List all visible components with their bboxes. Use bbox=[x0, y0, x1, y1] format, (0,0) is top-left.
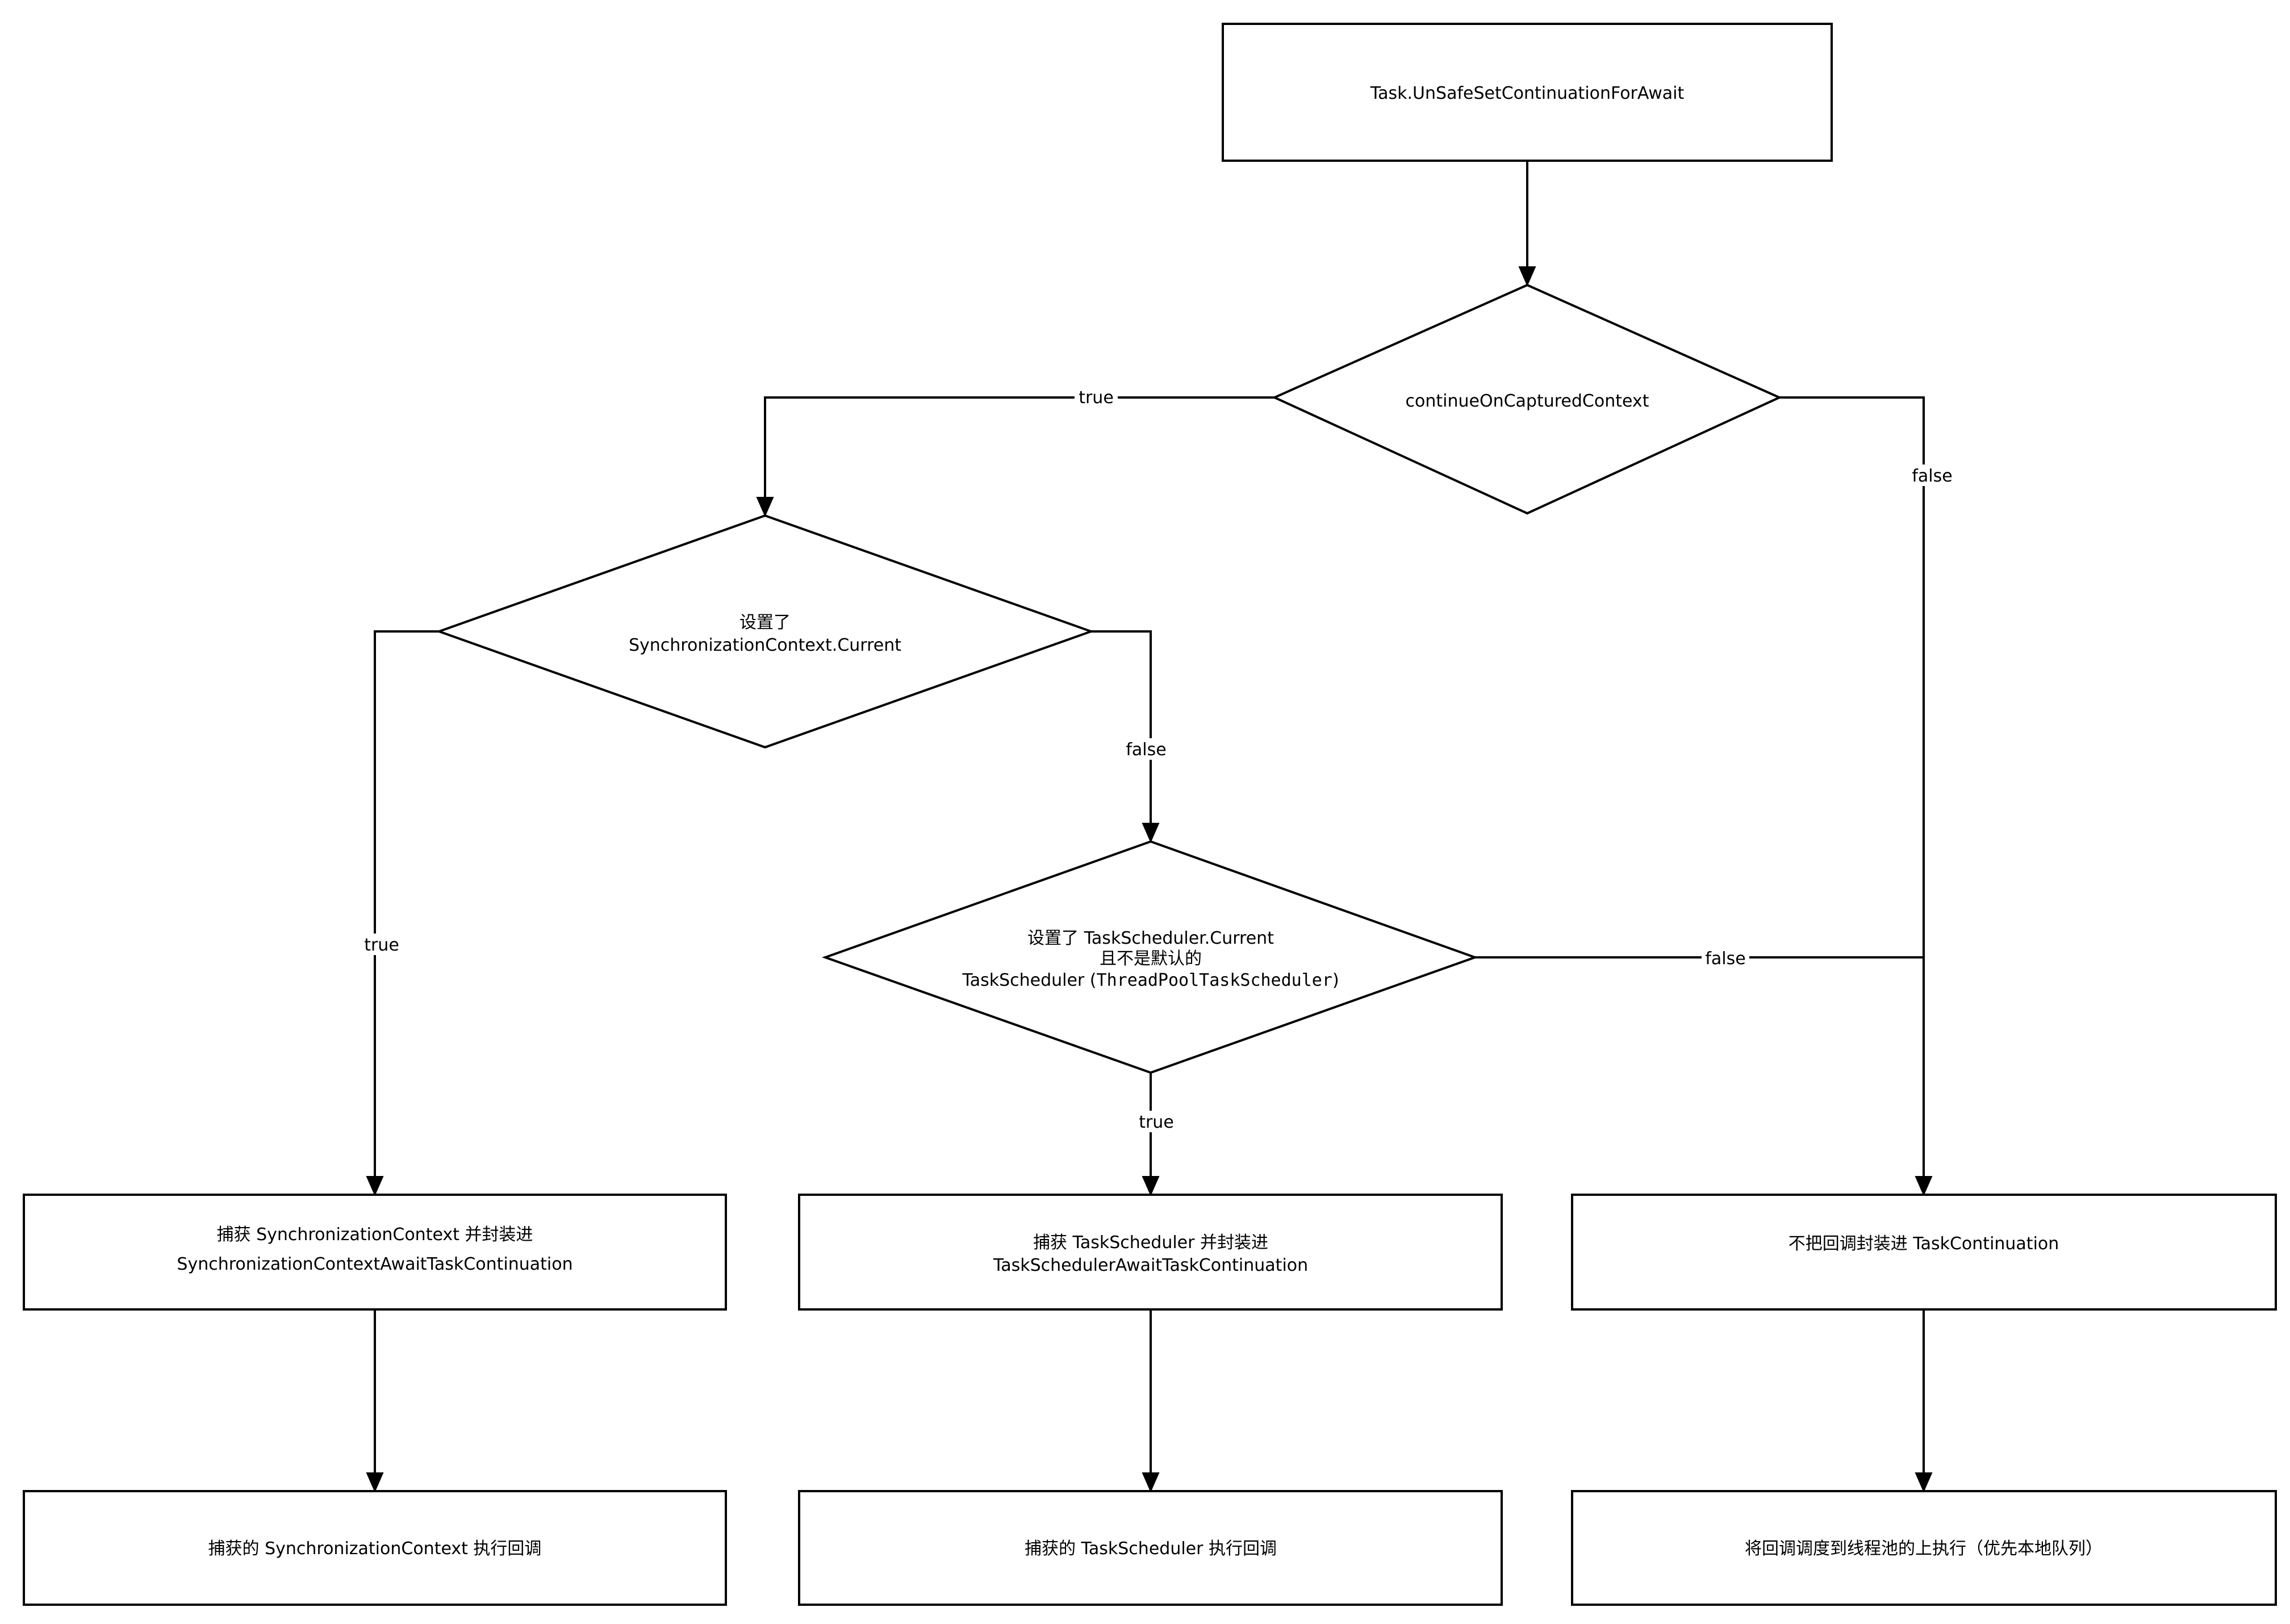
node-decision-sched-line3-suffix: ) bbox=[1332, 970, 1339, 990]
edge-captured-true bbox=[764, 396, 1274, 501]
node-capture-sched-line2: TaskSchedulerAwaitTaskContinuation bbox=[993, 1255, 1308, 1275]
node-exec-sync-label: 捕获的 SynchronizationContext 执行回调 bbox=[208, 1539, 542, 1559]
edge-labels: true false true false true false bbox=[360, 386, 1956, 1132]
arrowhead-nowrap-to-exec bbox=[1915, 1472, 1933, 1493]
node-capture-sync-line2: SynchronizationContextAwaitTaskContinuat… bbox=[177, 1254, 572, 1274]
node-decision-sched-line3-code: ThreadPoolTaskScheduler bbox=[1097, 970, 1332, 990]
node-decision-sched: 设置了 TaskScheduler.Current 且不是默认的 TaskSch… bbox=[822, 840, 1478, 1074]
arrowhead-sync-true bbox=[366, 1176, 384, 1196]
edge-label-captured-true: true bbox=[1079, 388, 1114, 408]
node-decision-sync-line2: SynchronizationContext.Current bbox=[629, 635, 901, 655]
edge-label-captured-false: false bbox=[1912, 466, 1952, 486]
arrowhead-capture-sync-to-exec bbox=[366, 1472, 384, 1493]
node-exec-pool: 将回调调度到线程池的上执行（优先本地队列） bbox=[1571, 1490, 2277, 1606]
node-exec-sched: 捕获的 TaskScheduler 执行回调 bbox=[798, 1490, 1503, 1606]
edge-sync-false bbox=[1091, 630, 1152, 827]
node-decision-sync-line1: 设置了 bbox=[739, 613, 791, 633]
edge-label-sched-false: false bbox=[1705, 949, 1745, 969]
node-capture-sched: 捕获 TaskScheduler 并封装进 TaskSchedulerAwait… bbox=[798, 1194, 1503, 1311]
edge-label-sched-true: true bbox=[1139, 1112, 1174, 1132]
node-capture-sched-line1: 捕获 TaskScheduler 并封装进 bbox=[1033, 1233, 1268, 1253]
node-capture-sync: 捕获 SynchronizationContext 并封装进 Synchroni… bbox=[23, 1194, 727, 1311]
arrowhead-sched-true bbox=[1142, 1176, 1160, 1196]
node-decision-sched-line3: TaskScheduler (ThreadPoolTaskScheduler) bbox=[962, 970, 1339, 990]
node-decision-captured: continueOnCapturedContext bbox=[1272, 283, 1782, 515]
node-exec-sched-label: 捕获的 TaskScheduler 执行回调 bbox=[1025, 1539, 1277, 1559]
arrowhead-start-to-captured bbox=[1518, 266, 1536, 287]
node-start-label: Task.UnSafeSetContinuationForAwait bbox=[1370, 83, 1685, 103]
arrowhead-captured-false bbox=[1915, 1176, 1933, 1196]
edges bbox=[366, 161, 1933, 1493]
arrowhead-captured-true bbox=[756, 497, 774, 517]
node-exec-sync: 捕获的 SynchronizationContext 执行回调 bbox=[23, 1490, 727, 1606]
arrowhead-capture-sched-to-exec bbox=[1142, 1472, 1160, 1493]
node-exec-pool-label: 将回调调度到线程池的上执行（优先本地队列） bbox=[1745, 1539, 2103, 1559]
node-no-wrap-label: 不把回调封装进 TaskContinuation bbox=[1788, 1234, 2059, 1254]
node-no-wrap: 不把回调封装进 TaskContinuation bbox=[1571, 1194, 2277, 1311]
edge-captured-false bbox=[1779, 396, 1925, 1180]
node-capture-sync-line1: 捕获 SynchronizationContext 并封装进 bbox=[217, 1225, 533, 1245]
node-decision-sync: 设置了 SynchronizationContext.Current bbox=[436, 514, 1094, 749]
arrowhead-sync-false bbox=[1142, 823, 1160, 843]
node-decision-sched-line1: 设置了 TaskScheduler.Current bbox=[1027, 928, 1274, 948]
node-decision-sched-line3-prefix: TaskScheduler ( bbox=[962, 970, 1096, 990]
node-decision-sched-line2: 且不是默认的 bbox=[1100, 949, 1202, 969]
edge-label-sync-false: false bbox=[1126, 740, 1166, 760]
node-start: Task.UnSafeSetContinuationForAwait bbox=[1222, 23, 1833, 162]
node-decision-captured-label: continueOnCapturedContext bbox=[1406, 391, 1649, 411]
edge-label-sync-true: true bbox=[364, 935, 399, 955]
edge-sync-true bbox=[374, 630, 439, 1180]
